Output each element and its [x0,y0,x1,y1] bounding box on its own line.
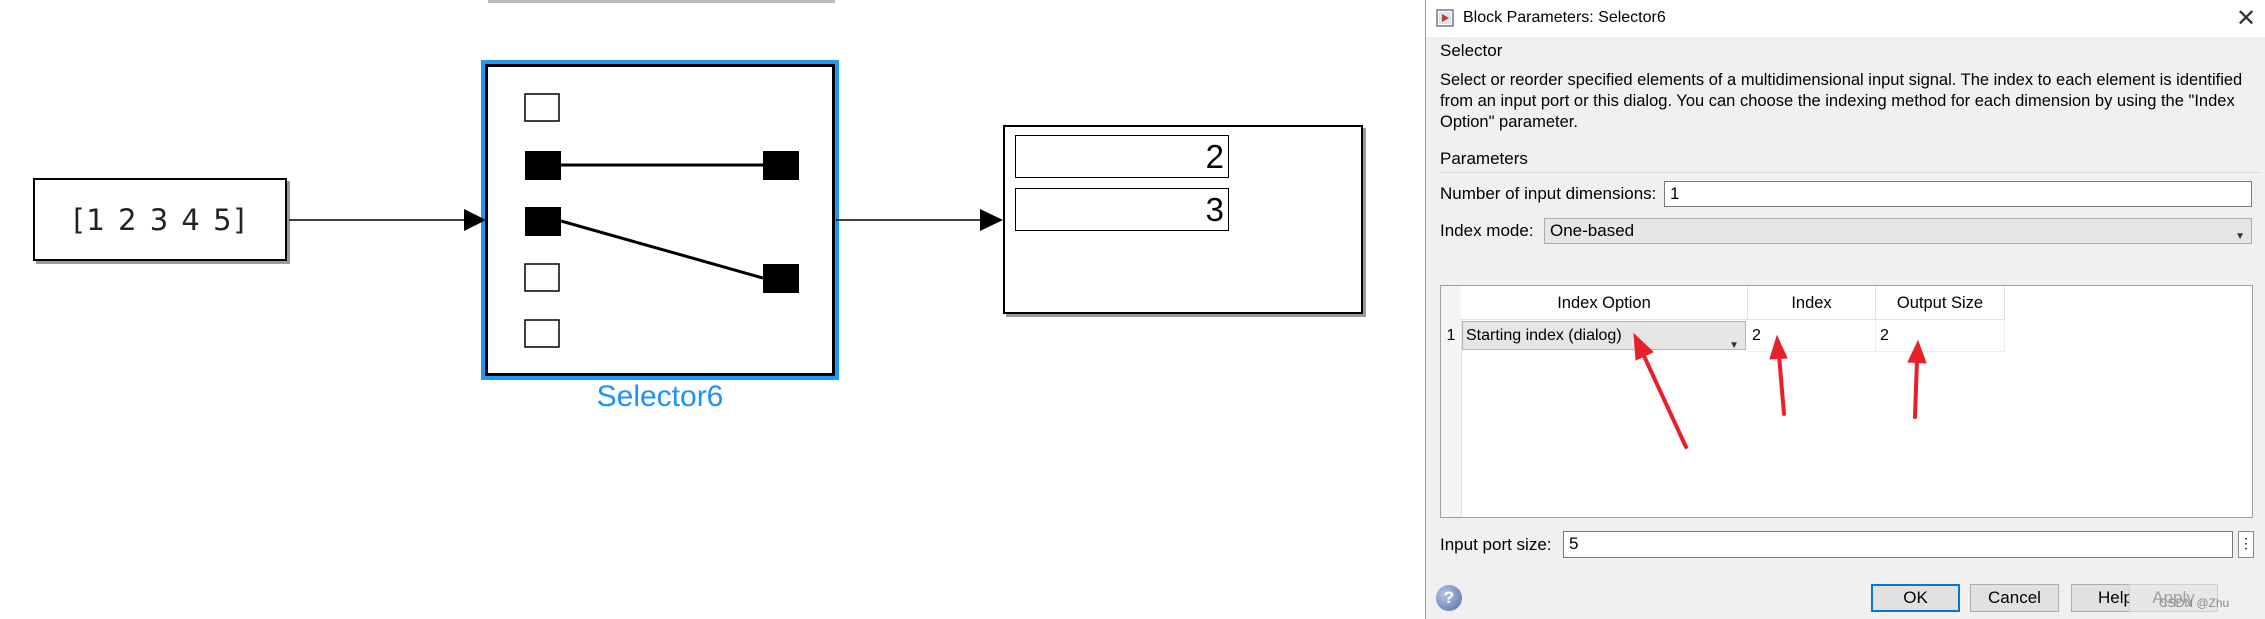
selector-input-element-1 [524,93,560,122]
selector-output-element-1 [763,151,799,180]
red-annotation-arrow-icon [1642,354,1688,449]
block-type-heading: Selector [1440,41,1503,60]
index-mode-dropdown[interactable]: One-based ▼ [1544,218,2252,244]
watermark: CSDN @Zhu [2159,596,2230,610]
dropdown-caret-icon: ▼ [2235,231,2245,242]
index-mode-label: Index mode: [1440,221,1534,240]
model-canvas[interactable]: [1 2 3 4 5] Selector6 2 3 [0,0,1425,619]
num-input-dimensions-field[interactable]: 1 [1664,181,2252,207]
block-parameters-dialog: Block Parameters: Selector6 ✕ Selector S… [1425,0,2265,619]
arrowhead-icon [980,209,1003,231]
ok-button[interactable]: OK [1871,584,1960,612]
selector-map-line-2 [560,219,764,280]
display-value: 2 [1015,135,1229,178]
display-block[interactable]: 2 3 [1003,125,1363,314]
selector-icon [524,93,799,348]
column-header-output-size: Output Size [1876,286,2005,320]
index-mode-value: One-based [1550,221,1635,240]
red-annotation-arrow-icon [1633,332,1654,361]
dropdown-caret-icon: ▼ [1729,340,1739,351]
row-header-column [1441,286,1462,517]
more-options-icon[interactable]: ⋮ [2238,531,2254,558]
dialog-title: Block Parameters: Selector6 [1463,9,1666,26]
signal-lines [289,209,1003,231]
selector-input-element-2 [525,151,561,180]
index-table[interactable]: Index Option Index Output Size 1 Startin… [1440,285,2253,518]
red-annotation-arrow-icon [1907,339,1927,364]
cancel-button[interactable]: Cancel [1970,584,2059,612]
output-size-cell[interactable]: 2 [1876,320,2005,352]
partial-block-edge [488,0,835,3]
selector-input-element-4 [524,263,560,292]
simulink-block-icon [1436,9,1454,27]
row-number: 1 [1446,327,1456,344]
index-option-dropdown[interactable]: Starting index (dialog) ▼ [1462,321,1746,351]
selector-output-element-2 [763,264,799,293]
block-description: Select or reorder specified elements of … [1440,71,2243,131]
annotation-arrows [1633,332,1927,449]
red-annotation-arrow-icon [1913,358,1919,419]
arrowhead-icon [464,209,486,231]
group-divider [1440,172,2260,173]
constant-value: [1 2 3 4 5] [73,202,247,237]
column-header-index-option: Index Option [1461,286,1748,320]
selector-block-name[interactable]: Selector6 [596,380,724,413]
display-value: 3 [1015,188,1229,231]
red-annotation-arrow-icon [1769,334,1788,360]
input-port-size-field[interactable]: 5 [1563,531,2233,558]
apply-button[interactable]: Apply [2129,584,2218,612]
index-cell[interactable]: 2 [1748,320,1876,352]
red-annotation-arrow-icon [1777,353,1786,416]
parameters-group-label: Parameters [1440,149,1528,168]
input-port-size-label: Input port size: [1440,535,1552,554]
help-button[interactable]: Help [2071,584,2160,612]
num-input-dimensions-label: Number of input dimensions: [1440,184,1657,203]
index-option-value: Starting index (dialog) [1466,327,1622,344]
title-bar[interactable]: Block Parameters: Selector6 ✕ [1426,0,2265,37]
constant-block[interactable]: [1 2 3 4 5] [33,178,287,261]
selector-block[interactable] [481,60,839,380]
selector-input-element-5 [524,319,560,348]
help-icon[interactable]: ? [1436,585,1462,611]
close-icon[interactable]: ✕ [2235,5,2257,32]
selector-input-element-3 [525,207,561,236]
column-header-index: Index [1748,286,1876,320]
